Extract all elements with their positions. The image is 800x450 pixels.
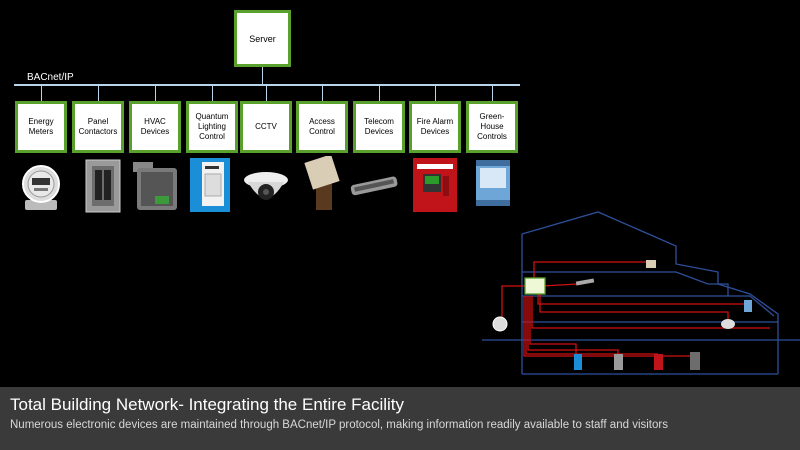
bus-label: BACnet/IP: [27, 72, 74, 83]
io-module-icon: [476, 160, 510, 206]
device-label: Access Control: [309, 117, 335, 136]
device-label: Telecom Devices: [364, 117, 394, 136]
telecom-icon: [350, 176, 398, 196]
device-box-panel-contactors: Panel Contactors: [72, 101, 124, 153]
bus-drop: [41, 84, 42, 102]
device-box-access-control: Access Control: [296, 101, 348, 153]
card-reader-icon: [304, 156, 340, 210]
device-label: Energy Meters: [28, 117, 54, 136]
caption-subtitle: Numerous electronic devices are maintain…: [10, 419, 668, 431]
server-connector: [262, 67, 263, 84]
bus-drop: [435, 84, 436, 102]
device-box-greenhouse: Green- House Controls: [466, 101, 518, 153]
lighting-panel-icon: [190, 158, 230, 212]
device-box-telecom: Telecom Devices: [353, 101, 405, 153]
caption-bar: [0, 387, 800, 450]
caption-title: Total Building Network- Integrating the …: [10, 395, 405, 414]
dome-camera-icon: [244, 172, 288, 200]
device-label: CCTV: [255, 122, 277, 131]
panel-icon: [85, 159, 121, 213]
device-box-fire-alarm: Fire Alarm Devices: [409, 101, 461, 153]
bus-drop: [155, 84, 156, 102]
device-label: Quantum Lighting Control: [195, 112, 229, 141]
bus-drop: [492, 84, 493, 102]
device-label: HVAC Devices: [140, 117, 170, 136]
bus-drop: [98, 84, 99, 102]
bus-drop: [322, 84, 323, 102]
bacnet-bus-line: [14, 84, 520, 86]
server-label: Server: [249, 33, 276, 44]
hvac-actuator-icon: [133, 162, 177, 210]
energy-meter-icon: [22, 165, 60, 210]
fire-alarm-icon: [413, 158, 457, 212]
server-box: Server: [234, 10, 291, 67]
device-box-cctv: CCTV: [240, 101, 292, 153]
device-box-lighting: Quantum Lighting Control: [186, 101, 238, 153]
bus-drop: [212, 84, 213, 102]
building-schematic: [482, 211, 800, 375]
device-label: Green- House Controls: [477, 112, 507, 141]
device-label: Fire Alarm Devices: [416, 117, 454, 136]
device-box-hvac: HVAC Devices: [129, 101, 181, 153]
bus-drop: [379, 84, 380, 102]
bus-drop: [266, 84, 267, 102]
device-label: Panel Contactors: [78, 117, 118, 136]
device-box-energy-meters: Energy Meters: [15, 101, 67, 153]
